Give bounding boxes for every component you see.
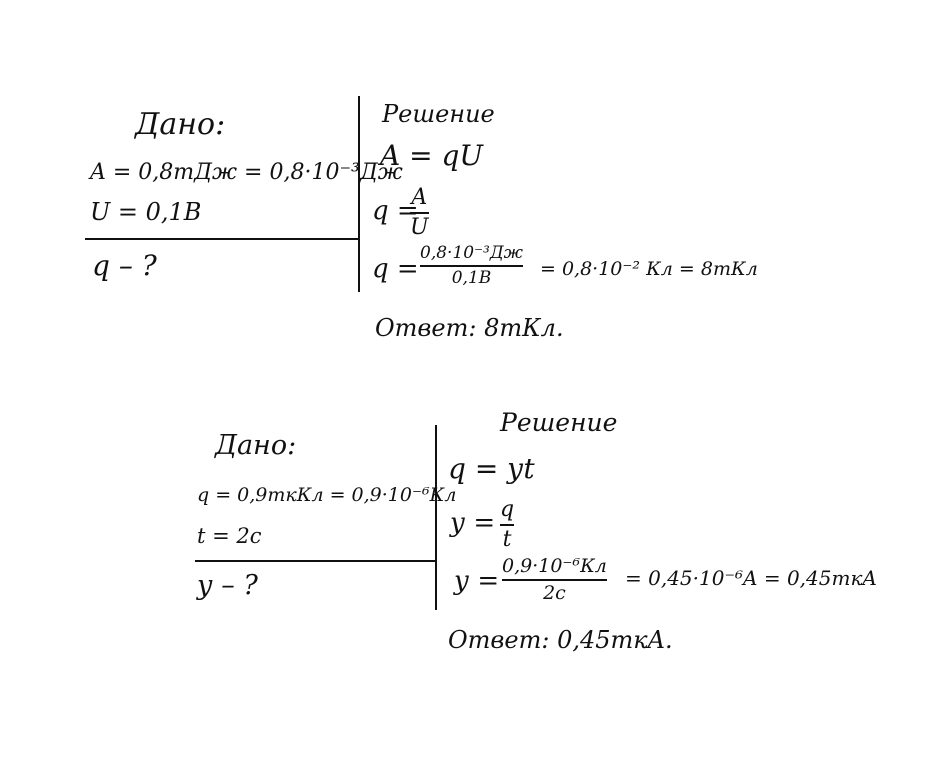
- given-title: Дано:: [135, 107, 226, 142]
- calc-denominator: 2c: [543, 581, 566, 604]
- calc-result: = 0,45·10⁻⁶A = 0,45mкA: [625, 566, 877, 590]
- given-title: Дано:: [215, 430, 297, 461]
- formula-1: q = уt: [448, 452, 535, 485]
- formula-2-lhs: q =: [372, 196, 419, 226]
- calc-lhs: у =: [454, 566, 500, 596]
- solution-title: Решение: [500, 408, 618, 437]
- find-line: у – ?: [197, 570, 258, 601]
- calc-result: = 0,8·10⁻² Кл = 8mКл: [540, 258, 758, 280]
- formula-2-denominator: t: [502, 527, 512, 553]
- formula-1: A = qU: [380, 139, 484, 172]
- given-line-2: t = 2c: [197, 524, 262, 548]
- fraction-bar: [420, 264, 524, 267]
- formula-2-numerator: q: [500, 497, 515, 522]
- formula-2-fraction: A U: [410, 185, 429, 241]
- given-line-1: q = 0,9mкКл = 0,9·10⁻⁶Кл: [197, 484, 457, 506]
- calc-lhs: q =: [372, 254, 419, 284]
- answer: Ответ: 8mКл.: [375, 314, 564, 342]
- given-line-2: U = 0,1B: [90, 198, 202, 226]
- answer: Ответ: 0,45mкA.: [448, 626, 673, 654]
- formula-2-denominator: U: [410, 215, 429, 241]
- calc-numerator: 0,8·10⁻³Дж: [420, 243, 524, 263]
- given-line-1: A = 0,8mДж = 0,8·10⁻³Дж: [90, 160, 403, 185]
- formula-2-numerator: A: [411, 185, 428, 210]
- formula-2-fraction: q t: [500, 497, 515, 553]
- fraction-bar: [502, 578, 607, 581]
- calc-denominator: 0,1B: [451, 267, 492, 288]
- solution-separator: [358, 96, 360, 292]
- calc-numerator: 0,9·10⁻⁶Кл: [502, 555, 607, 577]
- given-divider: [85, 238, 360, 240]
- calc-fraction: 0,9·10⁻⁶Кл 2c: [502, 556, 607, 604]
- fraction-bar: [500, 524, 515, 527]
- given-divider: [195, 560, 435, 562]
- solution-separator: [435, 425, 437, 610]
- solution-title: Решение: [382, 100, 495, 128]
- calc-fraction: 0,8·10⁻³Дж 0,1B: [420, 243, 524, 288]
- fraction-bar: [410, 212, 429, 215]
- find-line: q – ?: [92, 249, 157, 282]
- formula-2-lhs: у =: [450, 508, 496, 538]
